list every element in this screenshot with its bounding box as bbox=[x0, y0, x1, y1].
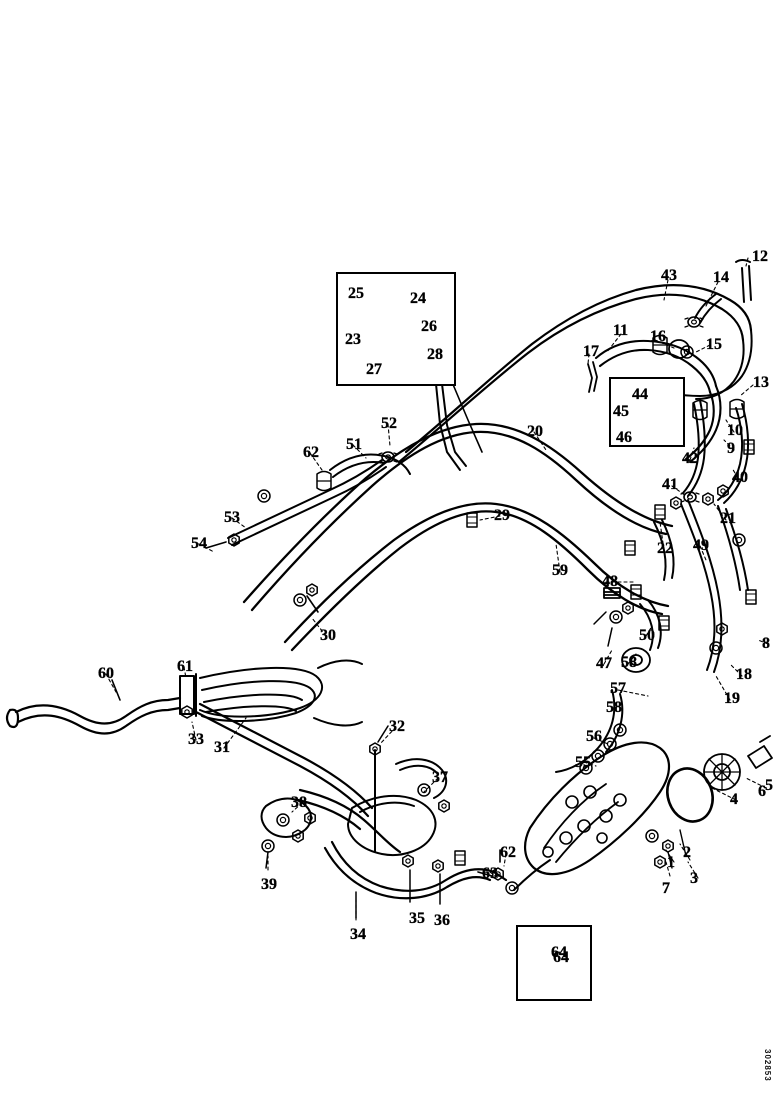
callout-52: 52 bbox=[381, 415, 397, 432]
drawing-code: 302853 bbox=[763, 1049, 772, 1082]
detail-box-right bbox=[609, 377, 685, 447]
inset-callout-27: 27 bbox=[366, 361, 382, 378]
callout-13: 13 bbox=[753, 374, 769, 391]
callout-22: 22 bbox=[657, 540, 673, 557]
callout-62: 62 bbox=[303, 444, 319, 461]
callout-8: 8 bbox=[762, 635, 770, 652]
inset-callout-26: 26 bbox=[421, 318, 437, 335]
callout-34: 34 bbox=[350, 926, 366, 943]
callout-58: 58 bbox=[621, 654, 637, 671]
callout-32: 32 bbox=[389, 718, 405, 735]
callout-51: 51 bbox=[346, 436, 362, 453]
callout-43: 43 bbox=[661, 267, 677, 284]
callout-60: 60 bbox=[98, 665, 114, 682]
callout-10: 10 bbox=[727, 422, 743, 439]
callout-20: 20 bbox=[527, 423, 543, 440]
inset-callout-25: 25 bbox=[348, 285, 364, 302]
callout-64: 64 bbox=[553, 949, 569, 966]
inset-callout-46: 46 bbox=[616, 429, 632, 446]
callout-53: 53 bbox=[224, 509, 240, 526]
callout-21: 21 bbox=[720, 510, 736, 527]
inset-callout-28: 28 bbox=[427, 346, 443, 363]
callout-31: 31 bbox=[214, 739, 230, 756]
callout-6: 6 bbox=[758, 783, 766, 800]
callout-15: 15 bbox=[706, 336, 722, 353]
callout-36: 36 bbox=[434, 912, 450, 929]
callout-14: 14 bbox=[713, 269, 729, 286]
callout-35: 35 bbox=[409, 910, 425, 927]
callout-30: 30 bbox=[320, 627, 336, 644]
callout-57: 57 bbox=[610, 680, 626, 697]
callout-59: 59 bbox=[552, 562, 568, 579]
callout-18: 18 bbox=[736, 666, 752, 683]
callout-29: 29 bbox=[494, 507, 510, 524]
inset-callout-23: 23 bbox=[345, 331, 361, 348]
callout-7: 7 bbox=[662, 880, 670, 897]
callout-1: 1 bbox=[667, 854, 675, 871]
callout-2: 2 bbox=[683, 844, 691, 861]
callout-39: 39 bbox=[261, 876, 277, 893]
callout-12: 12 bbox=[752, 248, 768, 265]
callout-9: 9 bbox=[727, 440, 735, 457]
callout-5: 5 bbox=[765, 777, 773, 794]
callout-63: 63 bbox=[482, 865, 498, 882]
callout-50: 50 bbox=[639, 627, 655, 644]
callout-58: 58 bbox=[606, 699, 622, 716]
callout-4: 4 bbox=[730, 791, 738, 808]
callout-11: 11 bbox=[613, 322, 629, 339]
callout-33: 33 bbox=[188, 731, 204, 748]
inset-callout-24: 24 bbox=[410, 290, 426, 307]
detail-box-bottom bbox=[516, 925, 592, 1001]
callout-37: 37 bbox=[432, 769, 448, 786]
callout-16: 16 bbox=[650, 328, 666, 345]
inset-callout-45: 45 bbox=[613, 403, 629, 420]
callout-62: 62 bbox=[500, 844, 516, 861]
inset-callout-64: 64 bbox=[551, 944, 567, 961]
callout-41: 41 bbox=[662, 476, 678, 493]
callout-19: 19 bbox=[724, 690, 740, 707]
callout-54: 54 bbox=[191, 535, 207, 552]
callout-3: 3 bbox=[690, 870, 698, 887]
callout-47: 47 bbox=[596, 655, 612, 672]
callout-42: 42 bbox=[682, 450, 698, 467]
inset-callout-44: 44 bbox=[632, 386, 648, 403]
callout-38: 38 bbox=[291, 794, 307, 811]
callout-17: 17 bbox=[583, 343, 599, 360]
callout-48: 48 bbox=[602, 573, 618, 590]
callout-55: 55 bbox=[575, 754, 591, 771]
callout-40: 40 bbox=[732, 469, 748, 486]
detail-box-upper-left bbox=[336, 272, 456, 386]
callout-61: 61 bbox=[177, 658, 193, 675]
callout-49: 49 bbox=[693, 537, 709, 554]
callout-56: 56 bbox=[586, 728, 602, 745]
